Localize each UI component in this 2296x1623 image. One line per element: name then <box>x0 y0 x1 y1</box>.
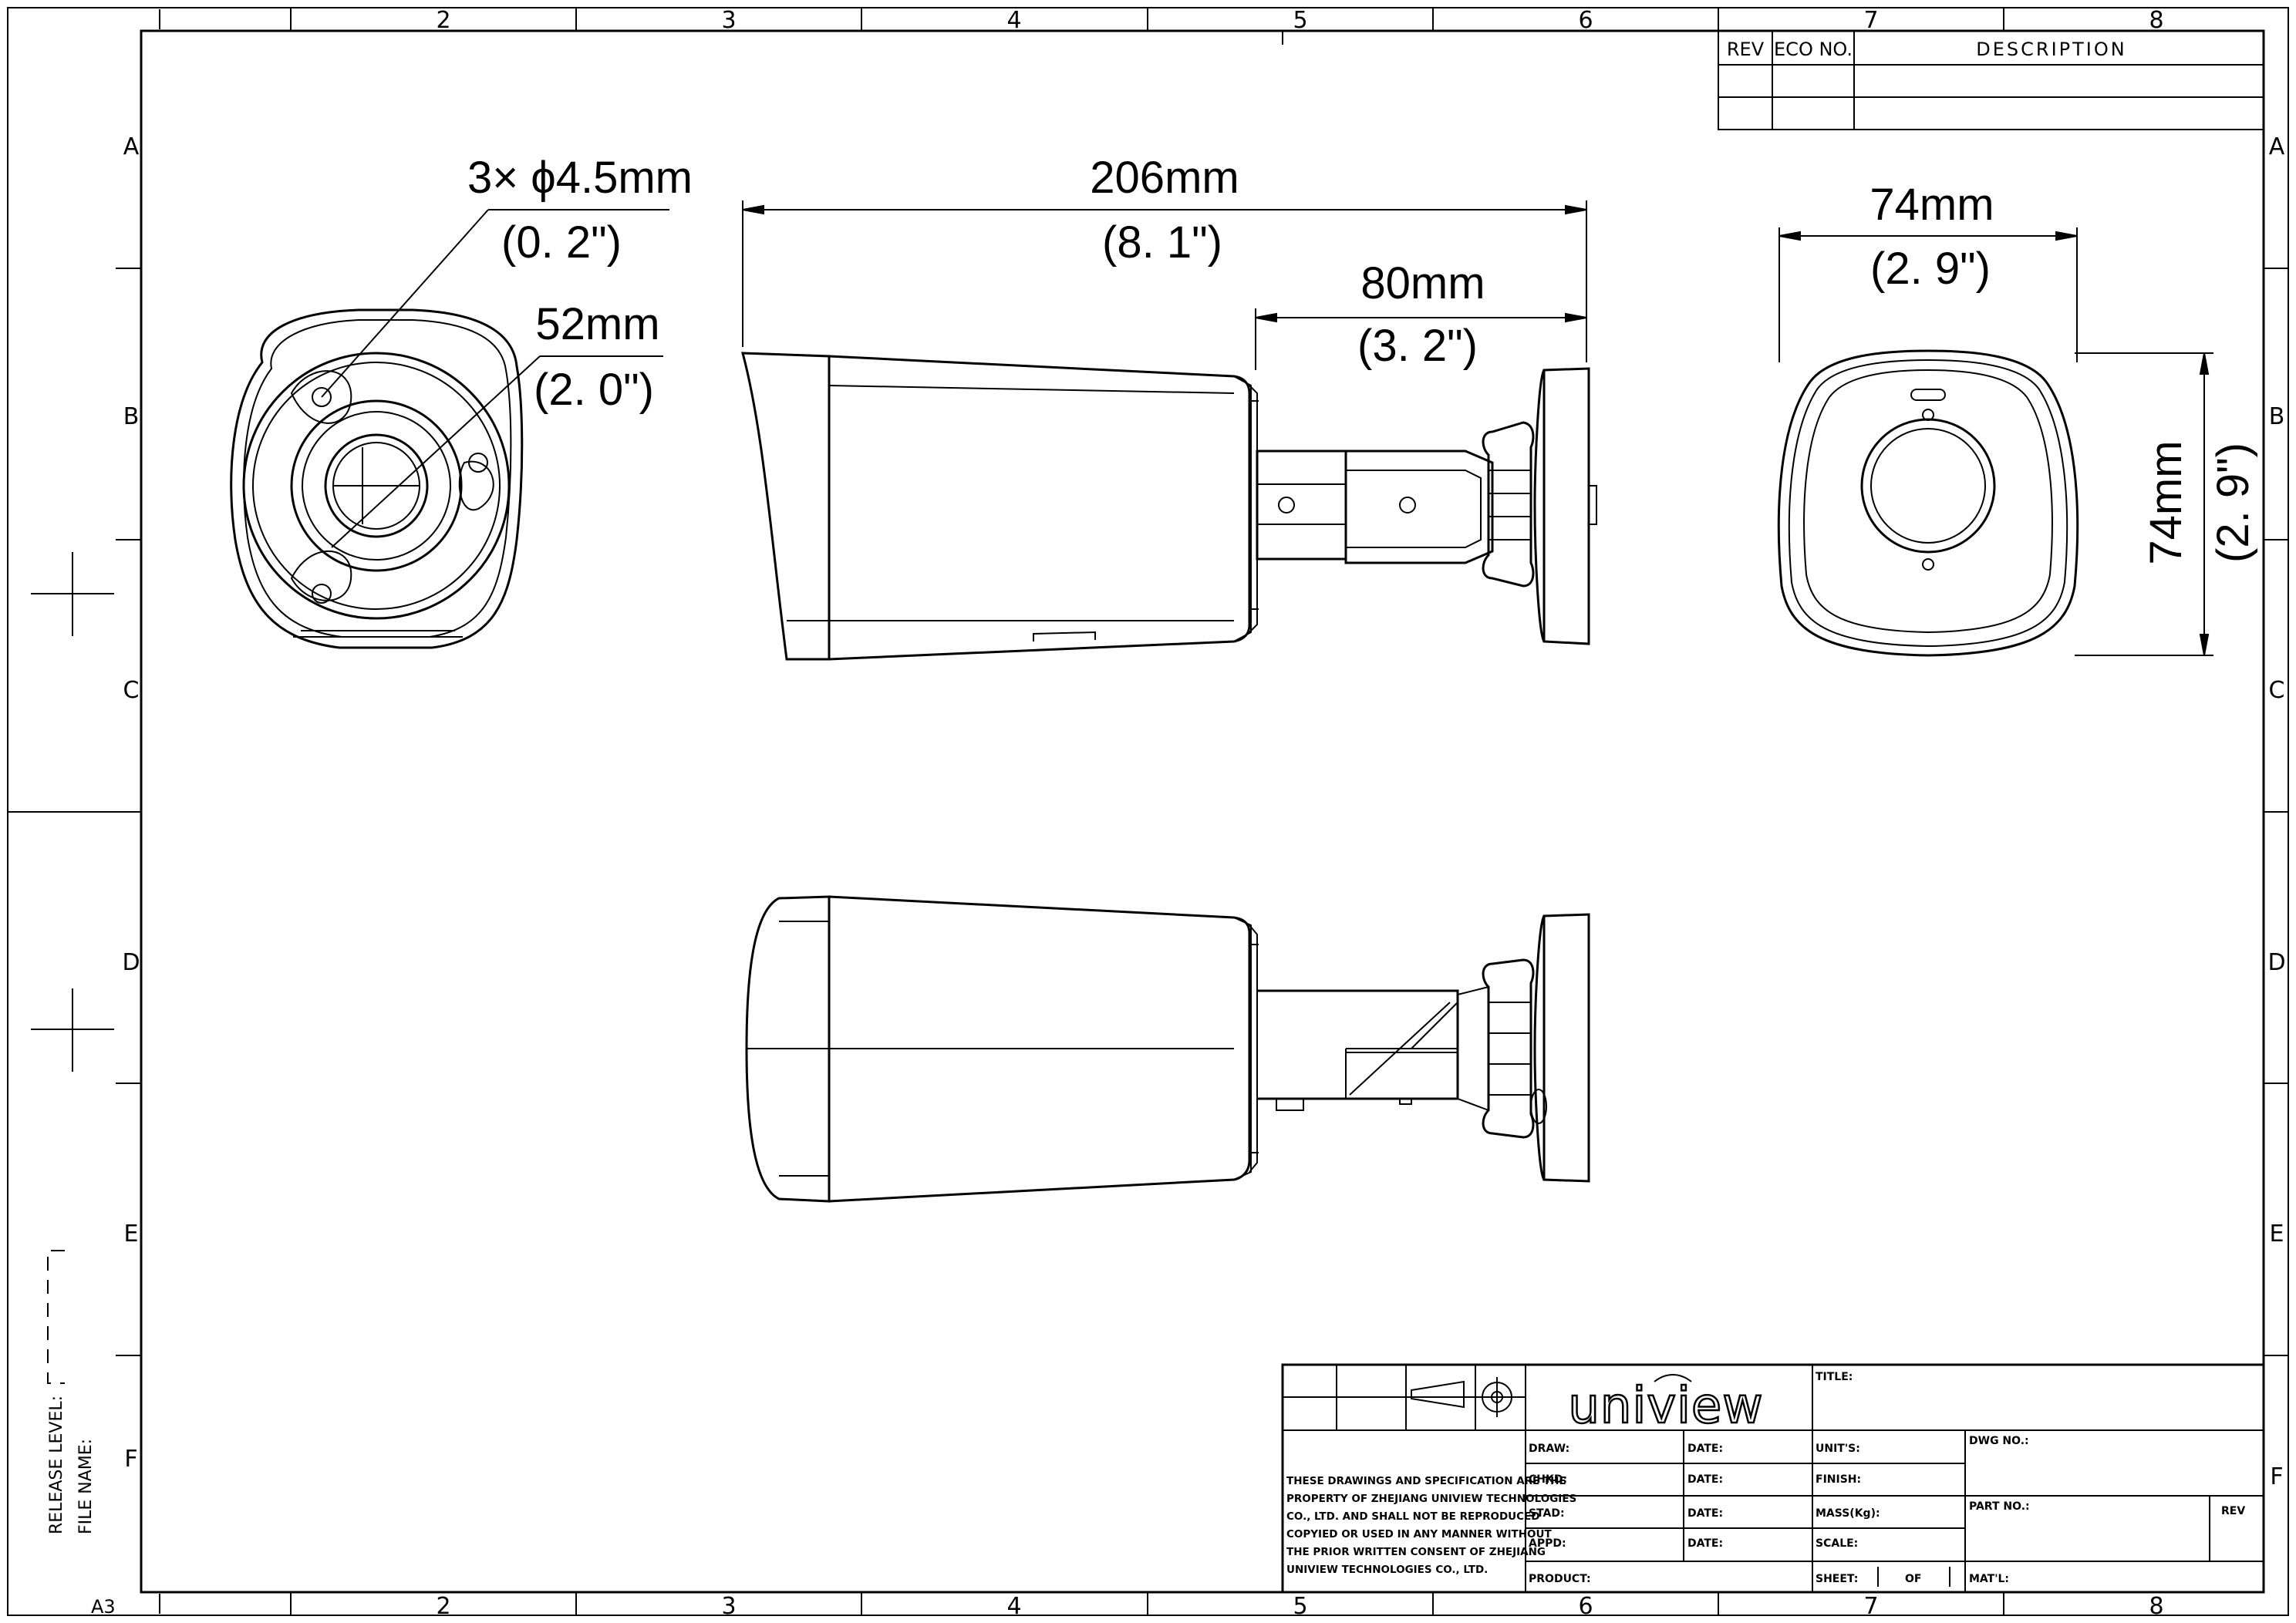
release-level-label: RELEASE LEVEL: <box>47 1396 66 1534</box>
front-height-dimension-imperial: (2. 9") <box>2208 443 2258 563</box>
front-width-dimension-imperial: (2. 9") <box>1870 244 1991 294</box>
zone-row-label: E <box>124 1221 139 1248</box>
zone-col-label: 3 <box>721 7 736 34</box>
of-label: OF <box>1905 1573 1921 1585</box>
notice-line: THE PRIOR WRITTEN CONSENT OF ZHEJIANG <box>1286 1546 1546 1558</box>
mass-label: MASS(Kg): <box>1816 1507 1880 1520</box>
matl-label: MAT'L: <box>1969 1573 2009 1585</box>
notice-line: COPYIED OR USED IN ANY MANNER WITHOUT <box>1286 1528 1552 1541</box>
date-label: DATE: <box>1687 1507 1723 1520</box>
chkd-label: CHKD: <box>1529 1473 1567 1486</box>
date-label: DATE: <box>1687 1537 1723 1550</box>
front-width-dimension: 74mm <box>1870 180 1994 230</box>
zone-col-label: 4 <box>1006 1593 1021 1620</box>
dwg-no-label: DWG NO.: <box>1969 1435 2029 1447</box>
zone-col-label: 4 <box>1006 7 1021 34</box>
part-no-label: PART NO.: <box>1969 1500 2030 1513</box>
stad-label: STAD: <box>1529 1507 1565 1520</box>
date-label: DATE: <box>1687 1443 1723 1455</box>
rev-header: REV <box>1727 39 1765 60</box>
notice-line: UNIVIEW TECHNOLOGIES CO., LTD. <box>1286 1564 1488 1576</box>
file-name-label: FILE NAME: <box>76 1439 96 1534</box>
rear-mount-view <box>230 308 524 649</box>
title-block: uniview THESE DRAWINGS AND SPECIFICATION… <box>1281 1363 2265 1594</box>
zone-col-label: 8 <box>2149 7 2163 34</box>
rev-label: REV <box>2221 1505 2245 1517</box>
zone-row-label: F <box>124 1446 137 1473</box>
zone-col-label: 7 <box>1863 1593 1878 1620</box>
eco-header: ECO NO. <box>1774 39 1853 60</box>
holes-dimension-imperial: (0. 2") <box>501 217 622 268</box>
zone-col-label: 7 <box>1863 7 1878 34</box>
arm-length-dimension-imperial: (3. 2") <box>1357 321 1478 371</box>
zone-col-label: 2 <box>436 1593 450 1620</box>
notice-line: CO., LTD. AND SHALL NOT BE REPRODUCED <box>1286 1510 1539 1523</box>
draw-label: DRAW: <box>1529 1443 1569 1455</box>
product-label: PRODUCT: <box>1529 1573 1591 1585</box>
scale-label: SCALE: <box>1816 1537 1858 1550</box>
description-header: DESCRIPTION <box>1976 39 2126 60</box>
zone-col-label: 5 <box>1293 1593 1307 1620</box>
zone-row-label: E <box>2270 1221 2284 1248</box>
appd-label: APPD: <box>1529 1537 1566 1550</box>
zone-row-label: C <box>123 677 140 704</box>
rear-view-leaders <box>321 209 669 548</box>
side-view-dimension-lines <box>742 200 1587 370</box>
front-height-dimension: 74mm <box>2141 440 2191 564</box>
notice-line: PROPERTY OF ZHEJIANG UNIVIEW TECHNOLOGIE… <box>1286 1493 1576 1505</box>
mount-diameter-dimension: 52mm <box>535 299 659 349</box>
zone-col-label: 6 <box>1578 1593 1593 1620</box>
uniview-logo: uniview <box>1568 1378 1763 1435</box>
total-length-dimension: 206mm <box>1090 153 1239 203</box>
zone-row-label: D <box>2267 949 2285 976</box>
zone-col-label: 2 <box>436 7 450 34</box>
revision-table: REV ECO NO. DESCRIPTION <box>1718 30 2264 130</box>
zone-row-label: F <box>2270 1463 2283 1490</box>
title-label: TITLE: <box>1816 1371 1853 1383</box>
side-view-top <box>741 352 1597 661</box>
mount-diameter-dimension-imperial: (2. 0") <box>534 365 654 415</box>
sheet-size-label: A3 <box>91 1596 116 1618</box>
zone-col-label: 3 <box>721 1593 736 1620</box>
front-view-dimension-lines <box>1778 227 2213 656</box>
zone-row-label: C <box>2269 677 2285 704</box>
date-label: DATE: <box>1687 1473 1723 1486</box>
arm-length-dimension: 80mm <box>1360 258 1485 308</box>
zone-col-label: 5 <box>1293 7 1307 34</box>
zone-row-label: B <box>123 403 140 430</box>
zone-col-label: 8 <box>2149 1593 2163 1620</box>
zone-row-label: B <box>2269 403 2285 430</box>
notice-line: THESE DRAWINGS AND SPECIFICATION ARE THE <box>1286 1475 1566 1487</box>
finish-label: FINISH: <box>1816 1473 1861 1486</box>
zone-row-label: A <box>123 133 140 160</box>
holes-dimension: 3× ϕ4.5mm <box>467 153 693 203</box>
drawing-frame: 2 3 4 5 6 7 8 2 3 4 5 6 7 8 A B C D E F … <box>7 7 2289 1620</box>
total-length-dimension-imperial: (8. 1") <box>1102 217 1222 268</box>
sheet-label: SHEET: <box>1816 1573 1858 1585</box>
zone-row-label: A <box>2269 133 2285 160</box>
zone-row-label: D <box>122 949 140 976</box>
side-view-bottom <box>745 895 1590 1203</box>
front-view <box>1777 349 2079 657</box>
units-label: UNIT'S: <box>1816 1443 1860 1455</box>
zone-col-label: 6 <box>1578 7 1593 34</box>
